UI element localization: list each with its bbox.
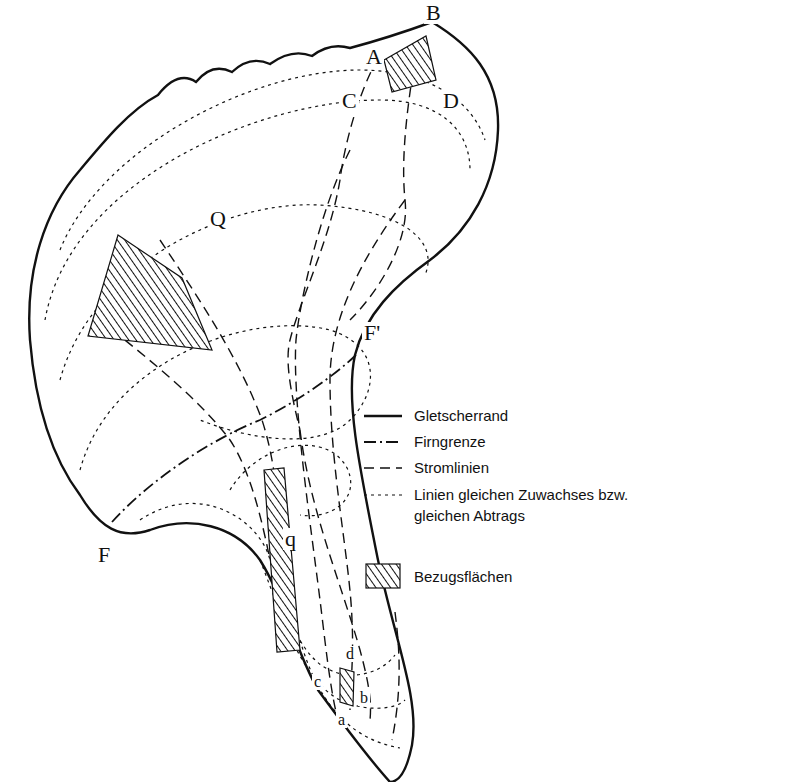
legend-row: Stromlinien [364,457,684,478]
legend-text: Linien gleichen Zuwachses bzw. gleichen … [414,484,684,526]
point-label: A [364,46,384,68]
reference-areas [88,36,436,706]
point-label: b [358,690,370,706]
line-sample [364,484,404,505]
legend-text: Gletscherrand [414,405,684,426]
point-label: F [96,544,112,566]
line-sample [364,431,404,452]
legend-row: Gletscherrand [364,405,684,426]
point-label: c [312,674,323,690]
line-sample [364,405,404,426]
hatch-swatch [364,561,404,591]
legend-text: Bezugsflächen [414,566,684,587]
point-label: q [283,528,298,550]
point-label: F' [362,322,382,344]
glacier-margin [29,22,498,782]
point-label: B [424,2,443,24]
flow-lines [100,40,418,740]
legend-row: Linien gleichen Zuwachses bzw. gleichen … [364,484,684,526]
legend-text: Firngrenze [414,431,684,452]
point-label: C [340,90,359,112]
firn-line [112,355,356,522]
legend-text: Stromlinien [414,457,684,478]
point-label: a [336,712,347,728]
legend-row: Bezugsflächen [364,561,684,591]
point-label: d [344,646,356,662]
line-sample [364,457,404,478]
point-label: D [441,90,461,112]
point-label: Q [208,208,228,230]
legend-row: Firngrenze [364,431,684,452]
